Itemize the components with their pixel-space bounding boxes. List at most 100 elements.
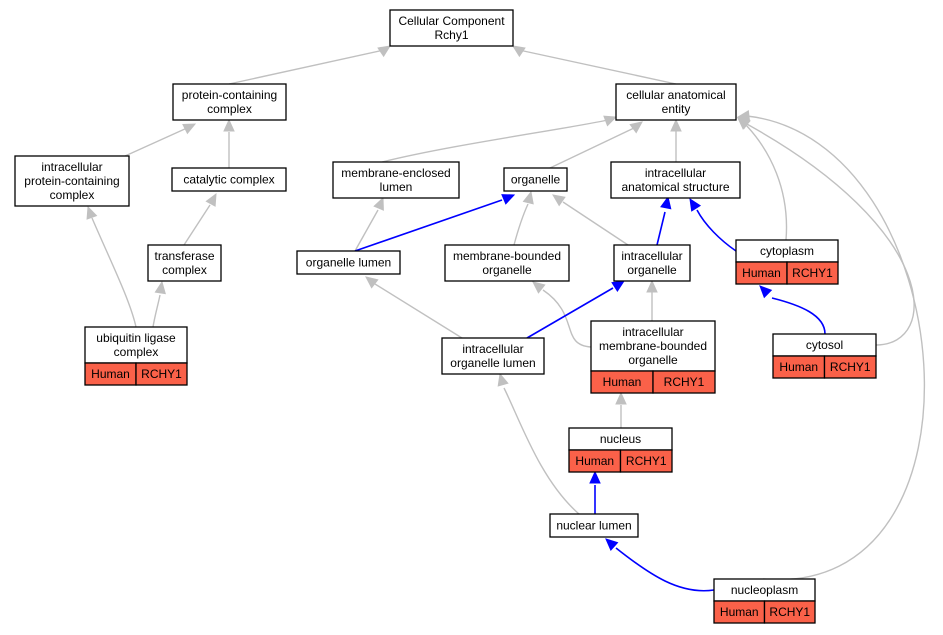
edge-part-of [759,285,826,335]
edge-is-a [365,276,463,339]
arrowhead [759,285,773,299]
edge-is-a [152,280,166,328]
arrowhead [605,538,619,551]
edge-line [744,123,788,241]
node-box [171,167,287,192]
edge-line [746,115,925,581]
node-label: organelle [482,263,532,277]
edge-line [513,203,529,246]
edge-part-of [354,194,516,252]
node-label: cytoplasm [760,244,814,258]
arrowhead [552,194,566,207]
edge-is-a [497,372,580,515]
node-catalytic-complex[interactable]: catalytic complex [171,167,287,192]
edges-layer [86,45,925,592]
node-label: nucleoplasm [731,583,798,597]
node-label: complex [162,263,207,277]
node-nuclear-lumen[interactable]: nuclear lumen [549,513,639,538]
node-label: cytosol [806,338,843,352]
node-box [14,155,130,207]
gene-label: RCHY1 [769,605,810,619]
edge-part-of [689,197,737,252]
edge-is-a [381,115,618,163]
edge-line [228,49,385,85]
edge-line [562,201,629,246]
arrowhead [154,280,166,295]
edge-is-a [183,192,217,246]
gene-label: RCHY1 [626,454,667,468]
edge-is-a [124,123,197,157]
gene-cell [823,355,877,379]
arrowhead [736,109,751,122]
edge-line [374,283,463,339]
edge-is-a [511,45,677,85]
arrowhead [629,121,643,134]
node-label: organelle [511,173,561,187]
edge-line [91,217,137,328]
edge-line [503,387,580,515]
arrowhead [365,276,379,289]
arrowhead [603,115,618,127]
arrowhead [501,194,516,205]
gene-label: RCHY1 [830,360,871,374]
edge-line [518,49,677,85]
edge-is-a [223,118,235,168]
arrowhead [373,196,384,211]
node-organelle-lumen[interactable]: organelle lumen [296,250,401,275]
gene-cell [786,261,839,285]
edge-is-a [354,196,384,252]
node-box [296,250,401,275]
edge-line [124,127,188,157]
node-box [503,167,568,192]
arrowhead [589,470,601,484]
arrowhead [86,205,98,220]
node-box [147,244,222,282]
node-label: complex [114,345,159,359]
node-label: membrane-bounded [453,249,561,263]
gene-cell [619,449,673,473]
node-label: nucleus [600,432,641,446]
edge-line [354,209,379,252]
node-label: membrane-enclosed [341,166,450,180]
edge-line [183,204,211,246]
arrowhead [497,372,509,387]
edge-line [526,287,614,339]
node-label: intracellular [622,325,683,339]
node-intracellular-membrane-bounded-organelle[interactable]: intracellularmembrane-boundedorganelleHu… [590,320,716,394]
node-label: organelle [627,263,677,277]
node-box [332,161,460,199]
edge-line [744,122,915,346]
edge-line [696,209,737,252]
node-label: ubiquitin ligase [96,331,176,345]
edge-is-a [228,45,392,85]
edge-line [354,199,503,252]
node-label: nuclear lumen [556,519,631,533]
node-label: protein-containing [24,174,119,188]
edge-part-of [605,538,715,592]
edge-is-a [615,391,627,428]
node-box [615,83,737,121]
edge-line [542,289,592,348]
node-label: transferase [154,249,214,263]
node-organelle[interactable]: organelle [503,167,568,192]
edge-line [656,211,666,246]
arrowhead [670,118,682,132]
edge-part-of [526,280,626,339]
edge-is-a [513,190,534,246]
